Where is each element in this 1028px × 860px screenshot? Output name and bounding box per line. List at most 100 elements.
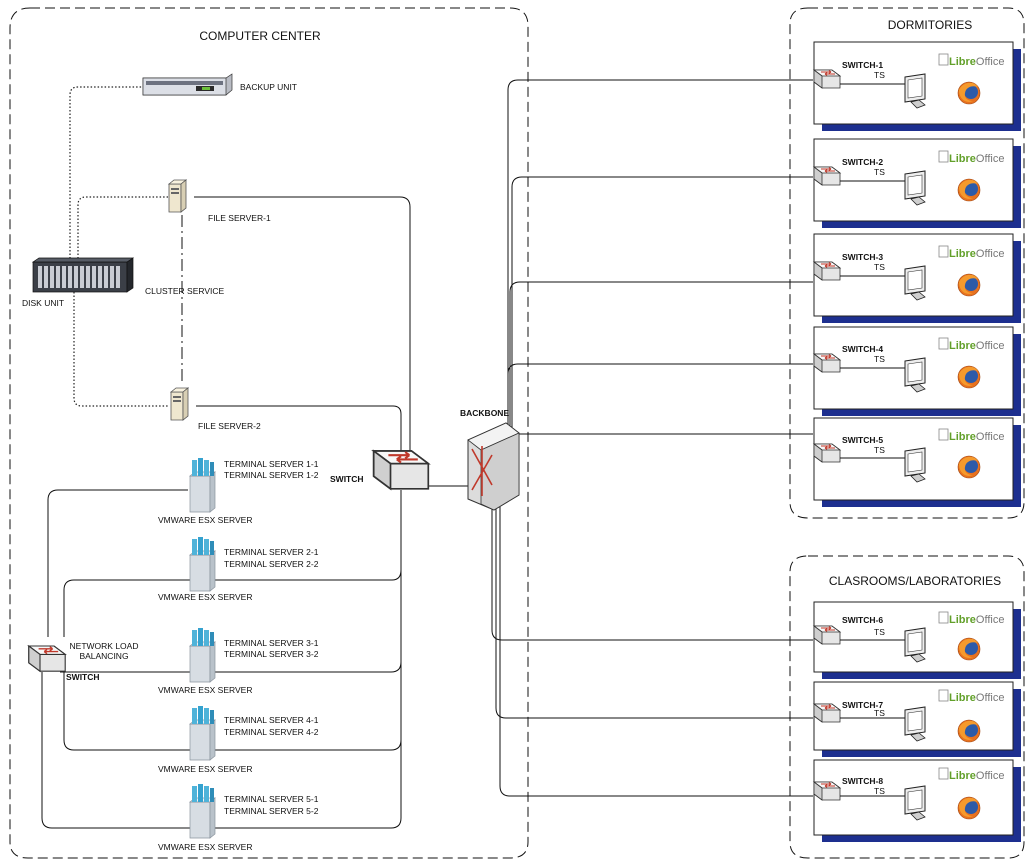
esx-4-ts-b: TERMINAL SERVER 4-2 — [224, 727, 319, 737]
esx-2-ts-b: TERMINAL SERVER 2-2 — [224, 559, 319, 569]
esx-3-ts-b: TERMINAL SERVER 3-2 — [224, 649, 319, 659]
feeder-switch-4 — [507, 363, 813, 440]
feeder-switch-7 — [495, 502, 813, 719]
switch-8-ts-label: TS — [874, 786, 885, 796]
switch-1-icon — [813, 69, 841, 89]
libreoffice-8-logo: LibreOffice — [949, 770, 1004, 782]
classrooms-boundary — [789, 555, 1025, 859]
esx-5-ts-b: TERMINAL SERVER 5-2 — [224, 806, 319, 816]
esx-server-5: TERMINAL SERVER 5-1 TERMINAL SERVER 5-2 … — [158, 783, 319, 852]
esx-server-1-icon — [189, 457, 216, 513]
switch-5-icon — [813, 443, 841, 463]
switch-7-ts-label: TS — [874, 708, 885, 718]
esx-3-host: VMWARE ESX SERVER — [158, 685, 252, 695]
esx-5-host: VMWARE ESX SERVER — [158, 842, 252, 852]
switch-5-ts-label: TS — [874, 445, 885, 455]
nlb-switch-icon — [28, 645, 66, 672]
file-server-1-label: FILE SERVER-1 — [208, 213, 271, 223]
esx-4-ts-a: TERMINAL SERVER 4-1 — [224, 715, 319, 725]
switch-8-icon — [813, 781, 841, 801]
backbone-label: BACKBONE — [460, 408, 509, 418]
switch-7-icon — [813, 703, 841, 723]
site-switch-7: SWITCH-7 TS LibreOffice — [813, 681, 1021, 757]
fileserver2-storage-link — [73, 292, 168, 407]
esx-1-host: VMWARE ESX SERVER — [158, 515, 252, 525]
switch-1-ts-label: TS — [874, 70, 885, 80]
backup-unit-icon — [142, 73, 233, 96]
switch-6-icon — [813, 625, 841, 645]
cluster-service-label: CLUSTER SERVICE — [145, 286, 225, 296]
feeder-switch-6 — [491, 502, 813, 641]
esx1-link — [47, 489, 188, 637]
switch-2-icon — [813, 166, 841, 186]
file-server-1-icon — [168, 179, 187, 213]
disk-unit-label: DISK UNIT — [22, 298, 64, 308]
esx-2-ts-a: TERMINAL SERVER 2-1 — [224, 547, 319, 557]
esx-server-2-icon — [189, 536, 216, 592]
dormitories-title: DORMITORIES — [888, 18, 972, 32]
firefox-5-icon — [957, 455, 981, 479]
firefox-8-icon — [957, 796, 981, 820]
firefox-7-icon — [957, 719, 981, 743]
esx-3-ts-a: TERMINAL SERVER 3-1 — [224, 638, 319, 648]
switch-6-label: SWITCH-6 — [842, 615, 883, 625]
fileserver2-switch-link — [196, 405, 402, 452]
esx-5-ts-a: TERMINAL SERVER 5-1 — [224, 794, 319, 804]
switch-3-icon — [813, 261, 841, 281]
libreoffice-2-logo: LibreOffice — [949, 153, 1004, 165]
libreoffice-1-logo: LibreOffice — [949, 56, 1004, 68]
esx-server-3-icon — [189, 627, 216, 683]
switch-4-label: SWITCH-4 — [842, 344, 883, 354]
esx-server-4: TERMINAL SERVER 4-1 TERMINAL SERVER 4-2 … — [158, 705, 319, 774]
esx-server-4-icon — [189, 705, 216, 761]
switch-4-ts-label: TS — [874, 354, 885, 364]
libreoffice-4-logo: LibreOffice — [949, 340, 1004, 352]
esx-server-5-icon — [189, 783, 216, 839]
switch-6-ts-label: TS — [874, 627, 885, 637]
esx-server-1: TERMINAL SERVER 1-1 TERMINAL SERVER 1-2 … — [158, 457, 319, 525]
backup-unit-label: BACKUP UNIT — [240, 82, 297, 92]
libreoffice-5-logo: LibreOffice — [949, 431, 1004, 443]
backbone-router-icon — [467, 422, 520, 511]
firefox-4-icon — [957, 365, 981, 389]
computer-center-boundary — [9, 7, 529, 859]
feeder-switch-1 — [507, 79, 813, 440]
disk-unit-icon — [31, 257, 135, 293]
esx-server-3: TERMINAL SERVER 3-1 TERMINAL SERVER 3-2 … — [158, 627, 319, 695]
esx-1-ts-a: TERMINAL SERVER 1-1 — [224, 459, 319, 469]
libreoffice-7-logo: LibreOffice — [949, 692, 1004, 704]
site-switch-5: SWITCH-5 TS LibreOffice — [813, 417, 1021, 507]
libreoffice-6-logo: LibreOffice — [949, 614, 1004, 626]
feeder-switch-2 — [511, 176, 813, 440]
nlb-label-line1: NETWORK LOAD — [70, 641, 139, 651]
esx5-link — [41, 490, 402, 829]
site-switch-6: SWITCH-6 TS LibreOffice — [813, 601, 1021, 679]
site-switch-3: SWITCH-3 TS LibreOffice — [813, 233, 1021, 323]
firefox-1-icon — [957, 81, 981, 105]
switch-8-label: SWITCH-8 — [842, 776, 883, 786]
esx-2-host: VMWARE ESX SERVER — [158, 592, 252, 602]
backup-link — [69, 86, 143, 262]
libreoffice-3-logo: LibreOffice — [949, 248, 1004, 260]
esx-4-host: VMWARE ESX SERVER — [158, 764, 252, 774]
feeder-switch-3 — [509, 281, 813, 440]
firefox-6-icon — [957, 637, 981, 661]
nlb-switch-label: SWITCH — [66, 672, 100, 682]
file-server-2-icon — [170, 387, 189, 421]
computer-center-title: COMPUTER CENTER — [199, 29, 321, 43]
feeder-switch-8 — [499, 502, 813, 797]
firefox-2-icon — [957, 178, 981, 202]
switch-4-icon — [813, 353, 841, 373]
switch-3-ts-label: TS — [874, 262, 885, 272]
firefox-3-icon — [957, 273, 981, 297]
site-switch-4: SWITCH-4 TS LibreOffice — [813, 326, 1021, 416]
classrooms-title: CLASROOMS/LABORATORIES — [829, 574, 1001, 588]
fileserver1-switch-link — [194, 196, 411, 452]
site-switch-8: SWITCH-8 TS LibreOffice — [813, 759, 1021, 842]
site-switch-1: SWITCH-1 TS LibreOffice — [813, 41, 1021, 131]
esx-server-2: TERMINAL SERVER 2-1 TERMINAL SERVER 2-2 … — [158, 536, 319, 602]
esx4-link — [63, 490, 402, 751]
dormitories-boundary — [789, 7, 1025, 519]
switch-1-label: SWITCH-1 — [842, 60, 883, 70]
